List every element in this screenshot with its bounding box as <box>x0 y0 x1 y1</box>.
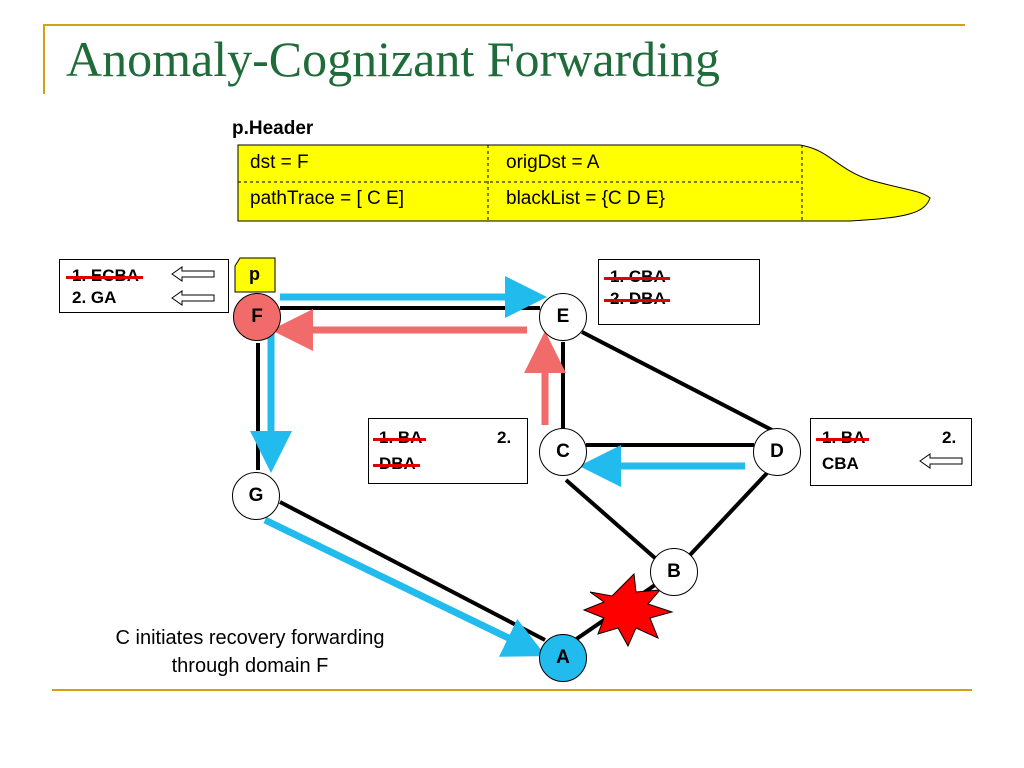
route-f-item-1: 1. ECBA <box>65 266 144 285</box>
route-list-d: 1. BA 2. CBA <box>810 418 972 486</box>
hollow-left-arrow-icon <box>171 290 215 306</box>
edge-d-b <box>688 470 770 557</box>
route-e-item-2: 2. DBA <box>604 289 670 308</box>
node-f: F <box>233 293 281 341</box>
arrow-g-to-a <box>263 516 546 657</box>
caption-line-1: C initiates recovery forwarding <box>115 627 385 649</box>
route-list-e: 1. CBA 2. DBA <box>598 259 760 325</box>
caption: C initiates recovery forwarding through … <box>60 624 440 680</box>
route-d-item-1: 1. BA <box>815 428 870 447</box>
route-f-item-2: 2. GA <box>72 288 117 307</box>
caption-line-2: through domain F <box>171 655 329 677</box>
route-c-item-2: DBA <box>373 454 420 473</box>
node-b: B <box>650 548 698 596</box>
route-d-item-2-num: 2. <box>942 428 957 447</box>
header-blacklist: blackList = {C D E} <box>506 188 665 209</box>
header-label: p.Header <box>232 118 314 139</box>
node-c: C <box>539 428 587 476</box>
route-list-c: 1. BA 2. DBA <box>368 418 528 484</box>
header-dst: dst = F <box>250 152 309 173</box>
edge-g-a <box>279 500 546 642</box>
hollow-left-arrow-icon <box>171 266 215 282</box>
route-list-f: 1. ECBA 2. GA <box>59 259 229 313</box>
route-c-item-1: 1. BA <box>372 428 427 447</box>
slide-title: Anomaly-Cognizant Forwarding <box>66 31 721 87</box>
title-rule-left <box>43 24 45 94</box>
header-pathtrace: pathTrace = [ C E] <box>250 188 405 209</box>
footer-rule <box>52 689 972 691</box>
node-e: E <box>539 293 587 341</box>
hollow-left-arrow-icon <box>919 453 963 469</box>
failure-burst-icon <box>582 572 674 648</box>
header-origdst: origDst = A <box>506 152 600 173</box>
route-e-item-1: 1. CBA <box>604 267 670 286</box>
edges <box>256 306 773 642</box>
route-d-item-2: CBA <box>822 454 859 473</box>
edge-c-b <box>564 478 657 560</box>
node-d: D <box>753 428 801 476</box>
edge-e-d <box>581 330 773 432</box>
title-rule-top <box>43 24 965 26</box>
node-g: G <box>232 472 280 520</box>
packet-label: p <box>249 264 260 284</box>
return-arrows <box>271 309 566 425</box>
route-c-item-2-num: 2. <box>497 428 512 447</box>
packet-tag-icon <box>234 257 276 293</box>
node-a: A <box>539 634 587 682</box>
